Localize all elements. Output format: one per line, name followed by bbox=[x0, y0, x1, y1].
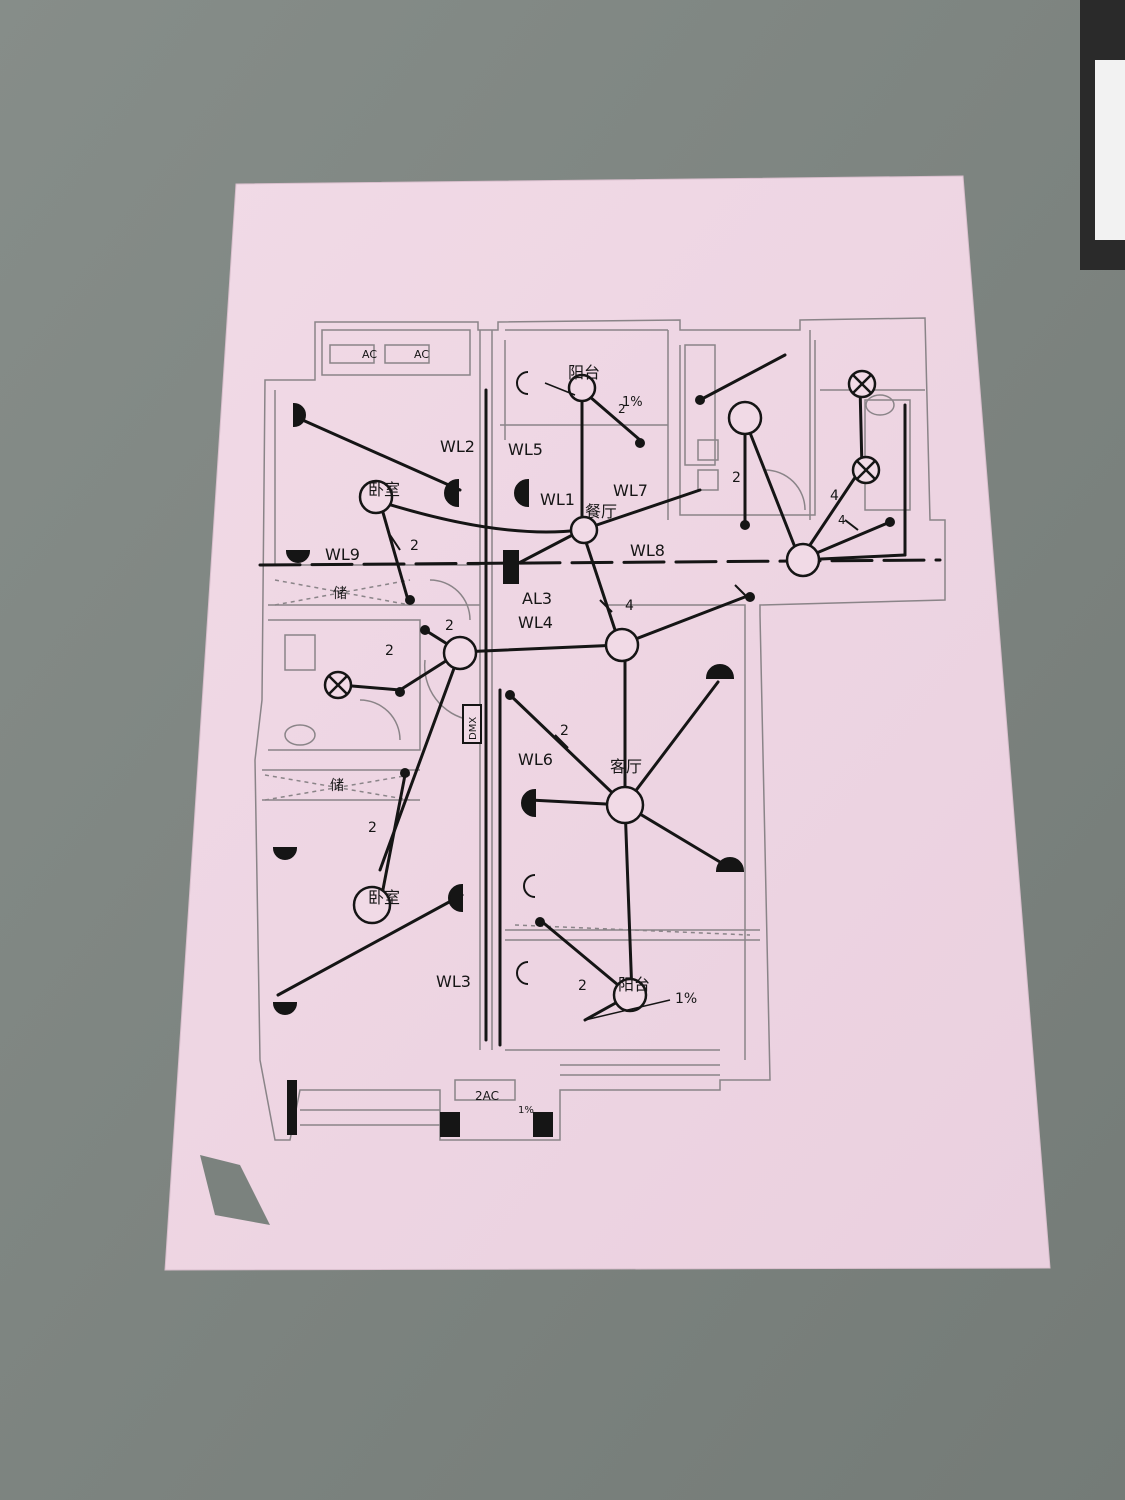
room-balcony-bottom: 阳台 bbox=[618, 975, 650, 994]
count-c: 2 bbox=[385, 643, 394, 659]
count-h: 2 bbox=[618, 402, 626, 416]
room-balcony-top: 阳台 bbox=[568, 363, 600, 382]
light-bedroom-top bbox=[358, 479, 394, 515]
room-dining: 餐厅 bbox=[585, 502, 617, 521]
sockets bbox=[272, 402, 745, 1015]
room-bedroom-top: 卧室 bbox=[368, 480, 400, 499]
socket-8 bbox=[448, 883, 463, 913]
light-dining bbox=[569, 515, 599, 545]
socket-2 bbox=[444, 478, 459, 508]
count-d: 2 bbox=[560, 723, 569, 739]
count-f: 2 bbox=[578, 978, 587, 994]
circuit-wl4: WL4 bbox=[518, 613, 553, 632]
socket-6 bbox=[705, 664, 735, 679]
socket-1 bbox=[293, 402, 306, 428]
circuit-wl5: WL5 bbox=[508, 440, 543, 459]
room-living: 客厅 bbox=[610, 757, 642, 776]
socket-7 bbox=[715, 857, 745, 872]
slope-bottom: 1% bbox=[675, 991, 697, 1007]
socket-9 bbox=[272, 847, 298, 860]
circuit-wl9: WL9 bbox=[325, 545, 360, 564]
light-balcony-top bbox=[567, 373, 597, 403]
count-b: 2 bbox=[445, 618, 454, 634]
panel-label: AL3 bbox=[522, 589, 552, 608]
circuit-wl6: WL6 bbox=[518, 750, 553, 769]
slope-top: 1% bbox=[622, 395, 643, 410]
ac-label-1: AC bbox=[362, 348, 377, 361]
meter-box bbox=[462, 704, 482, 744]
floor-plan bbox=[254, 317, 946, 1141]
circuit-wl7: WL7 bbox=[613, 481, 648, 500]
light-kitchen bbox=[727, 400, 763, 436]
socket-4 bbox=[285, 550, 311, 563]
light-hall-kitchen bbox=[785, 542, 821, 578]
paper-sheet bbox=[164, 175, 1051, 1271]
circuit-wl3: WL3 bbox=[436, 972, 471, 991]
ac-label-3: 2AC bbox=[475, 1089, 499, 1103]
distribution-panel bbox=[503, 550, 519, 584]
room-storage-mid: 储 bbox=[330, 778, 344, 794]
meter-box-label: DMX bbox=[468, 717, 479, 740]
light-bedroom-bottom bbox=[352, 885, 392, 925]
room-storage-top: 储 bbox=[333, 586, 347, 602]
count-g: 2 bbox=[732, 470, 741, 486]
count-e: 2 bbox=[368, 820, 377, 836]
count-k: 4 bbox=[838, 513, 846, 527]
wall-columns bbox=[287, 1080, 553, 1137]
light-living bbox=[605, 785, 645, 825]
light-corridor bbox=[442, 635, 478, 671]
light-living-hub bbox=[604, 627, 640, 663]
light-balcony-bottom bbox=[612, 977, 648, 1013]
count-j: 4 bbox=[830, 488, 839, 504]
count-i: 4 bbox=[625, 598, 634, 614]
device-screen-edge bbox=[1095, 60, 1125, 240]
circuit-wl2: WL2 bbox=[440, 437, 475, 456]
hollow-sockets bbox=[516, 371, 536, 985]
ceiling-lights bbox=[352, 373, 821, 1013]
socket-3 bbox=[514, 478, 529, 508]
torn-corner bbox=[200, 1155, 270, 1225]
slope-arrow-bottom bbox=[584, 999, 671, 1021]
socket-10 bbox=[272, 1002, 298, 1015]
socket-5 bbox=[521, 788, 536, 818]
circuit-wl1: WL1 bbox=[540, 490, 575, 509]
circuit-wl8: WL8 bbox=[630, 541, 665, 560]
switches bbox=[395, 395, 895, 927]
count-a: 2 bbox=[410, 538, 419, 554]
slope-ac: 1% bbox=[518, 1105, 534, 1116]
bath-fans bbox=[323, 369, 881, 700]
room-bedroom-bottom: 卧室 bbox=[368, 888, 400, 907]
slope-arrow-top bbox=[544, 382, 576, 396]
ac-label-2: AC bbox=[414, 348, 429, 361]
